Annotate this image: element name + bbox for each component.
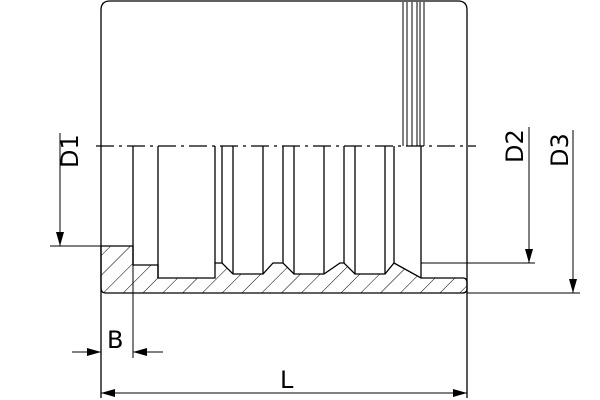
d2-label: D2 [501, 129, 529, 163]
outer-body-outline [100, 0, 468, 398]
l-label: L [280, 366, 294, 394]
bore-lines [132, 146, 422, 278]
b-label: B [107, 326, 123, 354]
hatched-section [100, 245, 468, 294]
ridge-lines [402, 2, 425, 146]
d1-label: D1 [56, 134, 84, 168]
d3-label: D3 [546, 133, 574, 167]
